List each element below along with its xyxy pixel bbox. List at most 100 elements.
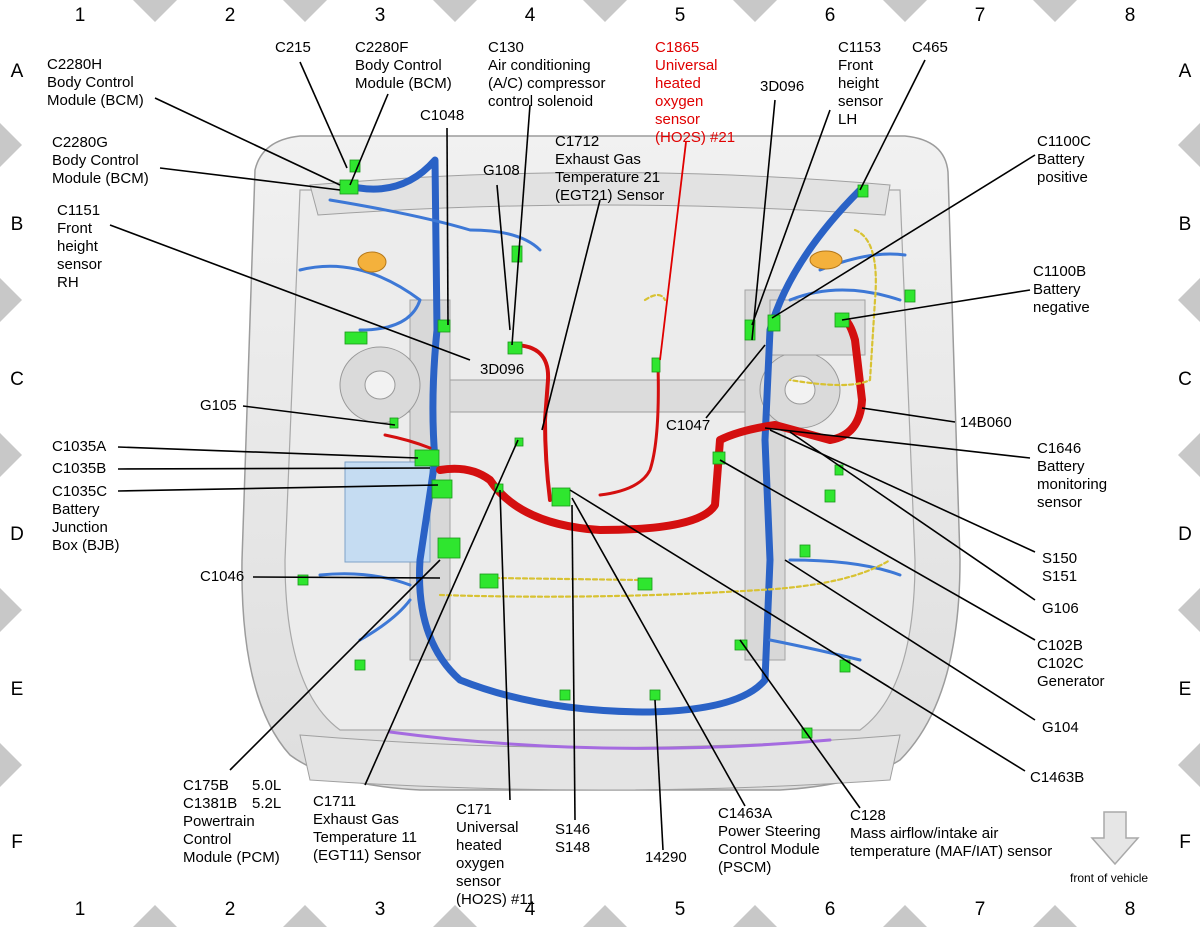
connector: [734, 639, 748, 651]
border-mark: [133, 0, 177, 22]
connector: [904, 289, 916, 303]
callout-line: RH: [57, 274, 79, 291]
callout-line: positive: [1037, 169, 1088, 186]
connector: [857, 184, 869, 198]
callout-g106: G106: [1042, 600, 1079, 617]
callout-line: 3D096: [480, 361, 524, 378]
callout-line: sensor: [838, 93, 883, 110]
grid-row-label: D: [10, 524, 24, 545]
callout-line: Front: [838, 57, 874, 74]
callout-line: Front: [57, 220, 93, 237]
grid-row-label: D: [1178, 524, 1192, 545]
leader-line-14b060: [861, 407, 956, 423]
leader-line-c1035a: [117, 446, 419, 459]
grid-row-label: F: [11, 832, 23, 853]
callout-line: Control: [183, 831, 231, 848]
callout-line: C2280F: [355, 39, 408, 56]
leader-line-c130: [511, 104, 531, 346]
grid-column-label: 7: [975, 899, 986, 920]
callout-line: Battery: [1033, 281, 1081, 298]
leader-lines: [109, 59, 1036, 851]
callout-line: C215: [275, 39, 311, 56]
callout-line: C175B: [183, 777, 229, 794]
callout-line: C1646: [1037, 440, 1081, 457]
leader-line-g105: [242, 405, 396, 426]
front-bumper: [299, 734, 901, 791]
border-mark: [0, 123, 22, 167]
leader-line-c1463a: [571, 497, 746, 807]
leader-line-c465: [859, 59, 926, 191]
leader-line-c1646: [764, 427, 1031, 459]
connector: [507, 341, 523, 355]
border-mark: [433, 905, 477, 927]
leader-line-s146: [571, 504, 576, 821]
callout-line: S148: [555, 839, 590, 856]
callout-line: height: [838, 75, 880, 92]
connector: [651, 357, 661, 373]
callout-line: Battery: [52, 501, 100, 518]
callout-line: Exhaust Gas: [313, 811, 399, 828]
callout-line: G104: [1042, 719, 1079, 736]
leader-line-c2280f: [349, 93, 389, 186]
callout-line: 5.2L: [252, 795, 281, 812]
connector: [511, 245, 523, 263]
callout-line: Module (BCM): [355, 75, 452, 92]
callout-line: C130: [488, 39, 524, 56]
callout-line: control solenoid: [488, 93, 593, 110]
grid-column-label: 1: [75, 899, 86, 920]
grid-row-label: B: [1179, 214, 1192, 235]
callout-c215: C215: [275, 39, 311, 56]
border-mark: [583, 905, 627, 927]
callout-line: sensor: [456, 873, 501, 890]
leader-line-c175b: [229, 559, 441, 771]
border-mark: [1178, 433, 1200, 477]
connector: [767, 314, 781, 332]
connector: [637, 577, 653, 591]
connector: [297, 574, 309, 586]
leader-line-c1712: [541, 199, 601, 431]
callout-line: Generator: [1037, 673, 1105, 690]
callout-14290: 14290: [645, 849, 687, 866]
grid-column-label: 3: [375, 5, 386, 26]
border-mark: [0, 588, 22, 632]
callout-line: (PSCM): [718, 859, 771, 876]
callout-line: sensor: [1037, 494, 1082, 511]
leader-line-c1100b: [841, 289, 1031, 321]
callout-c1048: C1048: [420, 107, 464, 124]
callout-line: C1100C: [1037, 133, 1091, 150]
callout-line: C1865: [655, 39, 699, 56]
connector: [479, 573, 499, 589]
grid-column-label: 8: [1125, 899, 1136, 920]
leader-line-c128: [739, 639, 861, 809]
grid-row-label: C: [10, 369, 24, 390]
callout-line: Universal: [456, 819, 519, 836]
callout-line: (EGT21) Sensor: [555, 187, 664, 204]
callout-line: 14B060: [960, 414, 1012, 431]
callout-line: sensor: [57, 256, 102, 273]
callout-line: C2280H: [47, 56, 102, 73]
callout-line: C1048: [420, 107, 464, 124]
leader-line-c1151: [109, 224, 471, 361]
border-mark: [733, 0, 777, 22]
callout-line: C465: [912, 39, 948, 56]
callout-line: S146: [555, 821, 590, 838]
harness-blue-branch-left: [298, 198, 542, 642]
callout-c1035a: C1035A: [52, 438, 106, 455]
connector: [354, 659, 366, 671]
callout-line: C1046: [200, 568, 244, 585]
border-mark: [1178, 123, 1200, 167]
callout-line: C1711: [313, 793, 356, 810]
callout-line: C1712: [555, 133, 599, 150]
border-mark: [133, 905, 177, 927]
callout-line: C1035A: [52, 438, 106, 455]
connector: [431, 479, 453, 499]
